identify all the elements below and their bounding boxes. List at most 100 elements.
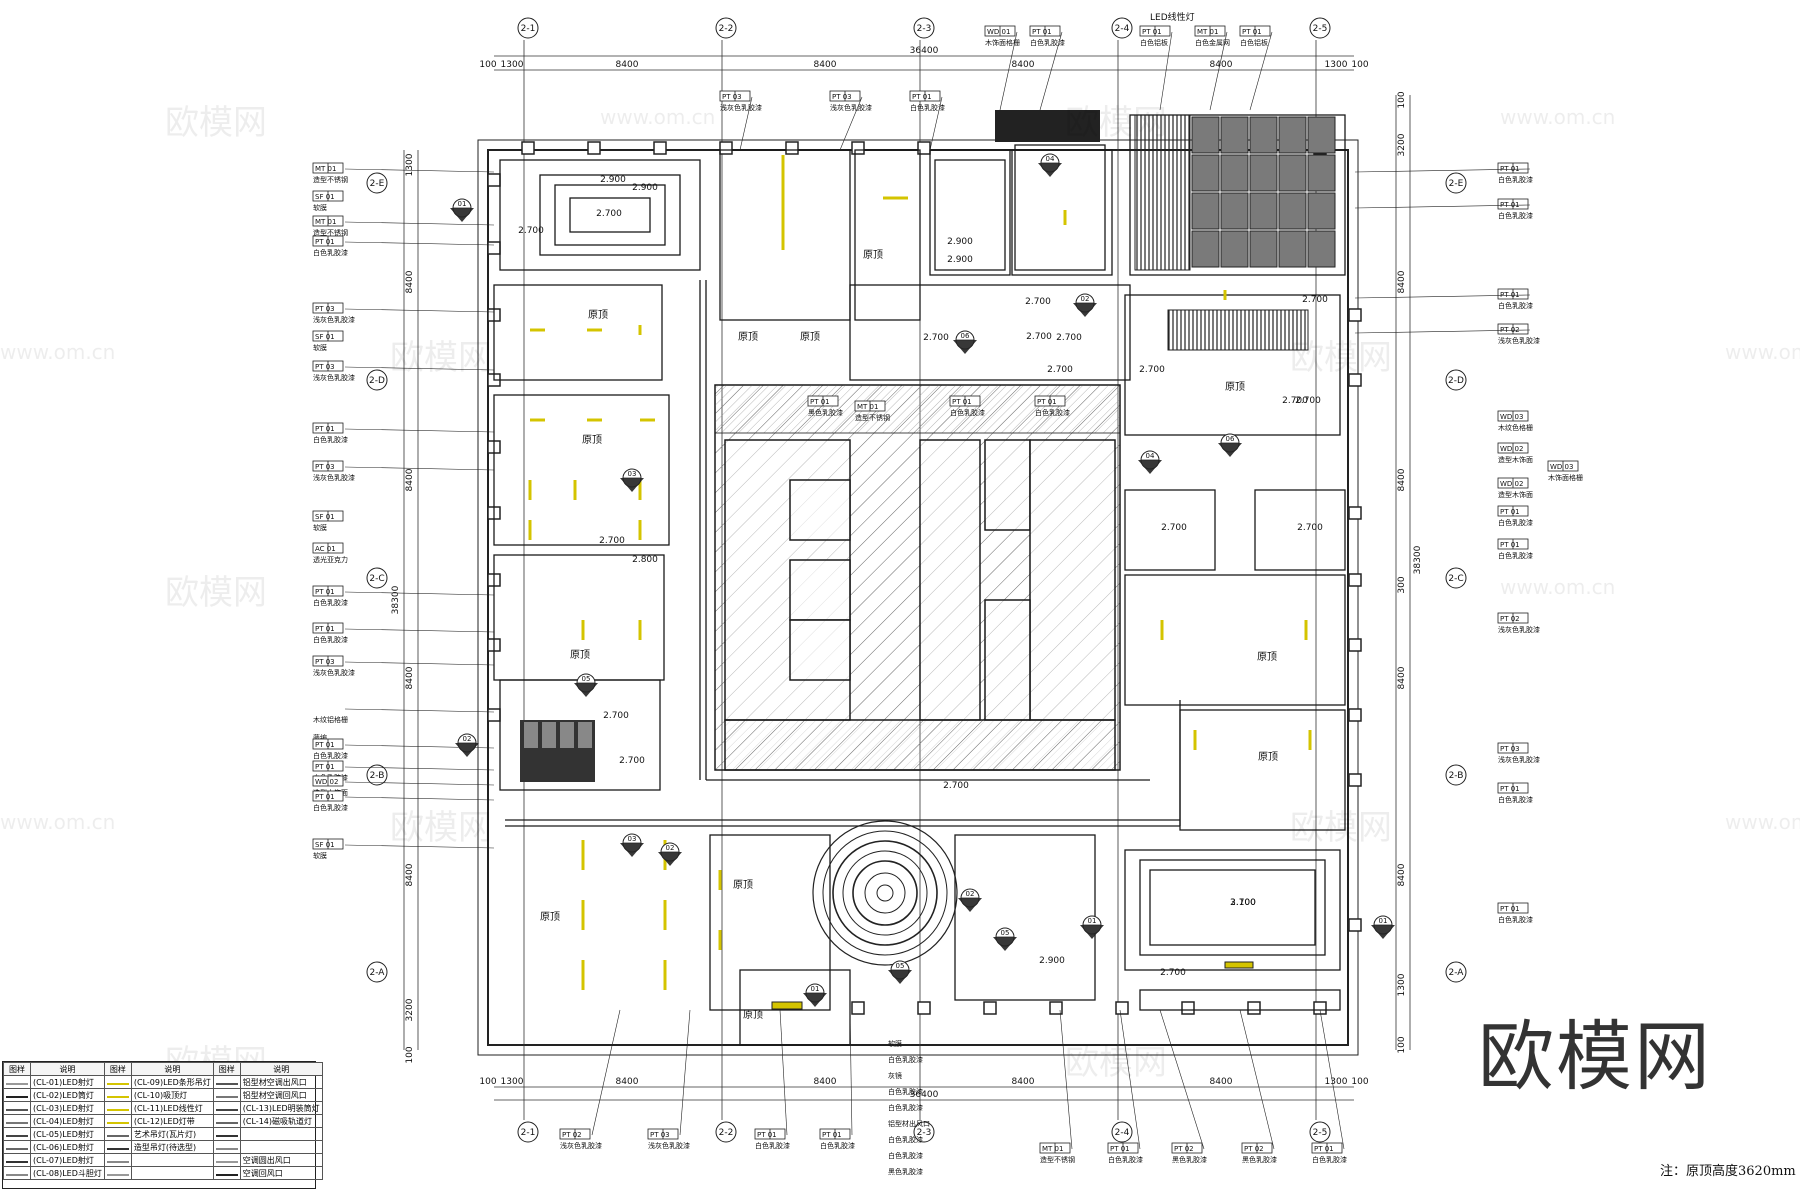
height-label: 2.700 [1230,898,1256,908]
legend-symbol [3,1101,31,1115]
legend-row: (CL-08)LED斗胆灯空调回风口 [3,1166,323,1180]
dimension-segment: 8400 [1210,1077,1233,1087]
material-description: 浅灰色乳胶漆 [313,315,355,324]
height-label: 2.700 [518,226,544,236]
column [1348,506,1362,520]
height-label: 2.700 [923,333,949,343]
dimension-segment: 1300 [1325,1077,1348,1087]
material-tag: 藤编 [313,733,327,742]
dimension-segment: 8400 [405,270,415,293]
legend-description: 空调回风口 [239,1166,323,1180]
legend-symbol [103,1088,132,1102]
dimension-segment: 8400 [1397,666,1407,689]
axis-label: 2-5 [1313,24,1328,34]
material-description: 白色铝板 [1240,38,1268,47]
room-label: 原顶 [1225,381,1245,393]
material-code: PT 03 [315,305,335,313]
section-marker: 04 [1038,153,1062,177]
material-code: PT 03 [650,1131,670,1139]
material-code: MT 01 [1042,1145,1063,1153]
legend-description: (CL-02)LED筒灯 [30,1088,105,1102]
material-description: 白色乳胶漆 [910,103,945,112]
legend-row: (CL-07)LED射灯空调圆出风口 [3,1153,323,1167]
material-code: PT 01 [757,1131,777,1139]
led-linear-label: LED线性灯 [1150,11,1195,23]
height-label: 2.700 [1139,365,1165,375]
legend-symbol-icon [6,1129,28,1137]
section-marker: 02 [1073,293,1097,317]
legend-symbol-icon [106,1129,129,1137]
material-code: PT 01 [315,588,335,596]
material-code: PT 01 [1500,905,1520,913]
axis-bubble [1111,17,1133,39]
dimension-segment: 8400 [1012,60,1035,70]
material-description: 白色乳胶漆 [313,803,348,812]
height-label: 2.700 [1056,333,1082,343]
column [1181,1001,1195,1015]
legend-symbol [103,1127,132,1141]
legend-table: 图样 说明 图样 说明 图样 说明 (CL-01)LED射灯(CL-09)LED… [2,1061,323,1189]
dimension-segment: 100 [479,1077,496,1087]
legend-description: 铝型材空调回风口 [239,1088,323,1102]
material-description: 白色乳胶漆 [1498,551,1533,560]
legend-symbol [212,1114,241,1128]
height-label: 2.700 [1161,523,1187,533]
column [1348,308,1362,322]
column [1348,573,1362,587]
material-description: 白色乳胶漆 [950,408,985,417]
material-code: PT 01 [1037,398,1057,406]
material-code: WD 02 [315,778,338,786]
dimension-segment: 1300 [1397,973,1407,996]
legend-symbol-icon [215,1142,238,1150]
axis-bubble [517,1121,539,1143]
legend-symbol [212,1140,241,1154]
legend-symbol-icon [6,1155,28,1163]
axis-bubble [366,567,388,589]
axis-bubble [715,17,737,39]
section-marker: 03 [620,833,644,857]
room-label: 原顶 [863,249,883,261]
material-tag: 白色乳胶漆 [888,1103,923,1112]
material-description: 浅灰色乳胶漆 [830,103,872,112]
dark-grid-panel [1307,192,1336,230]
section-marker: 01 [1080,915,1104,939]
material-description: 白色铝板 [1140,38,1168,47]
material-description: 木纹铝格栅 [313,715,348,724]
room-label: 原顶 [570,649,590,661]
dimension-segment: 3200 [1397,133,1407,156]
material-description: 黑色乳胶漆 [888,1167,923,1176]
material-description: 白色乳胶漆 [313,635,348,644]
legend-symbol-icon [106,1103,129,1111]
dark-grid-panel [1307,116,1336,154]
material-code: PT 01 [1500,201,1520,209]
material-code: SF 01 [315,513,335,521]
section-marker-number: 06 [961,332,970,340]
section-marker-number: 04 [1146,452,1155,460]
material-code: PT 01 [315,793,335,801]
material-description: 白色乳胶漆 [313,598,348,607]
material-description: 软膜 [313,343,327,352]
column [983,1001,997,1015]
legend-symbol-icon [106,1116,129,1124]
material-tag: 灰镜 [888,1071,902,1080]
material-description: 浅灰色乳胶漆 [313,473,355,482]
material-description: 白色乳胶漆 [755,1141,790,1150]
height-label: 2.700 [943,781,969,791]
dimension-segment: 100 [1397,1036,1407,1053]
dimension-segment: 300 [1397,576,1407,593]
material-description: 白色乳胶漆 [1498,301,1533,310]
column [1049,1001,1063,1015]
legend-symbol [103,1166,132,1180]
axis-label: 2-3 [917,1128,932,1138]
